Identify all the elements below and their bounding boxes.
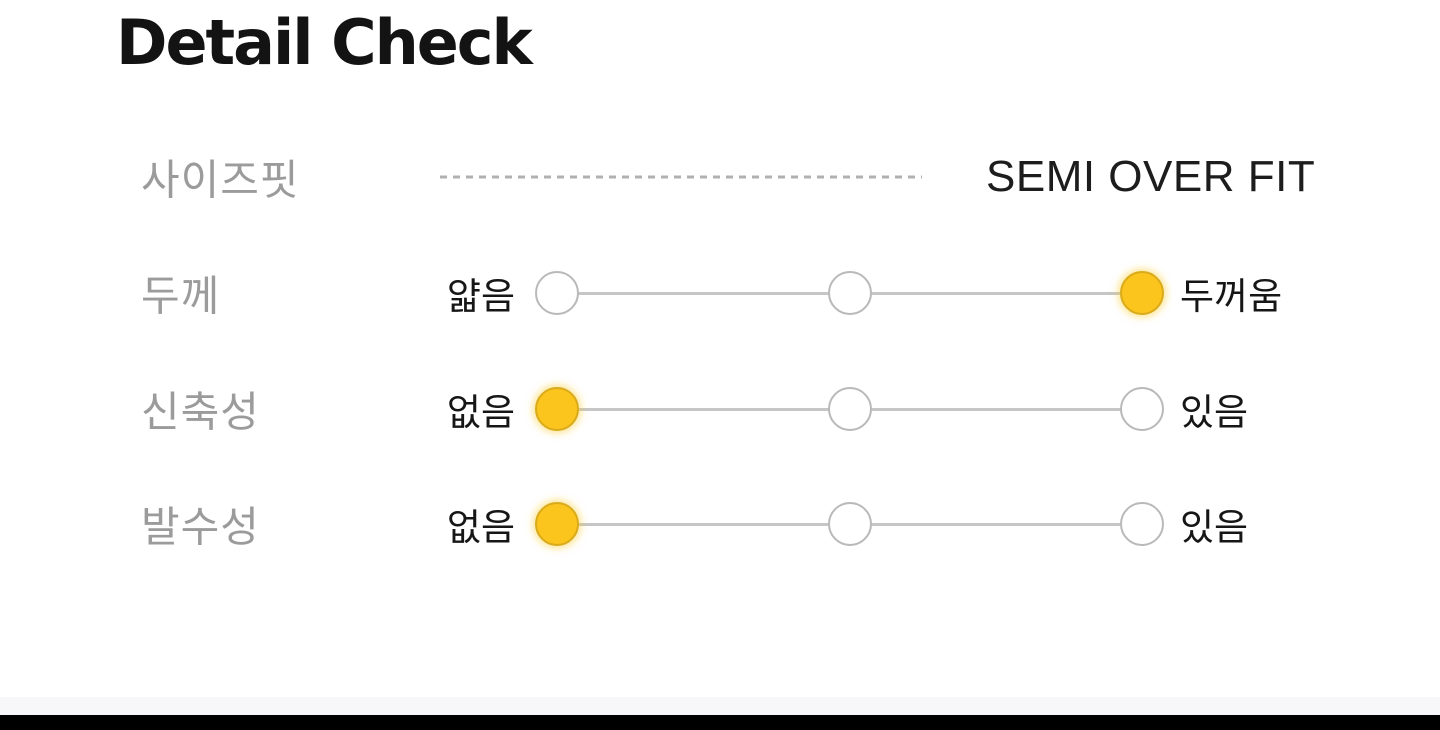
scale-dot (1120, 387, 1164, 431)
scale-dot (1120, 502, 1164, 546)
thickness-row: 두께 얇음 두꺼움 (0, 236, 1440, 350)
scale-left-label: 얇음 (446, 276, 515, 317)
elasticity-row: 신축성 없음 있음 (0, 352, 1440, 466)
dashed-divider (440, 175, 922, 179)
size-fit-value: SEMI OVER FIT (986, 152, 1316, 201)
scale-dot (1120, 271, 1164, 315)
elasticity-label: 신축성 (141, 388, 260, 436)
scale-dot (535, 502, 579, 546)
footer-bar (0, 715, 1440, 730)
footer-strip (0, 697, 1440, 715)
scale-right-label: 두꺼움 (1180, 276, 1283, 317)
thickness-label: 두께 (141, 272, 221, 320)
scale-dot (535, 271, 579, 315)
scale-right-label: 있음 (1180, 507, 1249, 548)
size-fit-row: 사이즈핏 SEMI OVER FIT (0, 120, 1440, 234)
scale-dot (827, 271, 872, 315)
scale-dot (827, 502, 872, 546)
scale-dot (827, 387, 872, 431)
scale-dot (535, 387, 579, 431)
water-repellency-label: 발수성 (141, 503, 260, 551)
scale-right-label: 있음 (1180, 392, 1249, 433)
water-repellency-row: 발수성 없음 있음 (0, 467, 1440, 581)
size-fit-label: 사이즈핏 (141, 156, 300, 204)
scale-left-label: 없음 (446, 392, 515, 433)
page-title: Detail Check (116, 6, 533, 79)
scale-left-label: 없음 (446, 507, 515, 548)
